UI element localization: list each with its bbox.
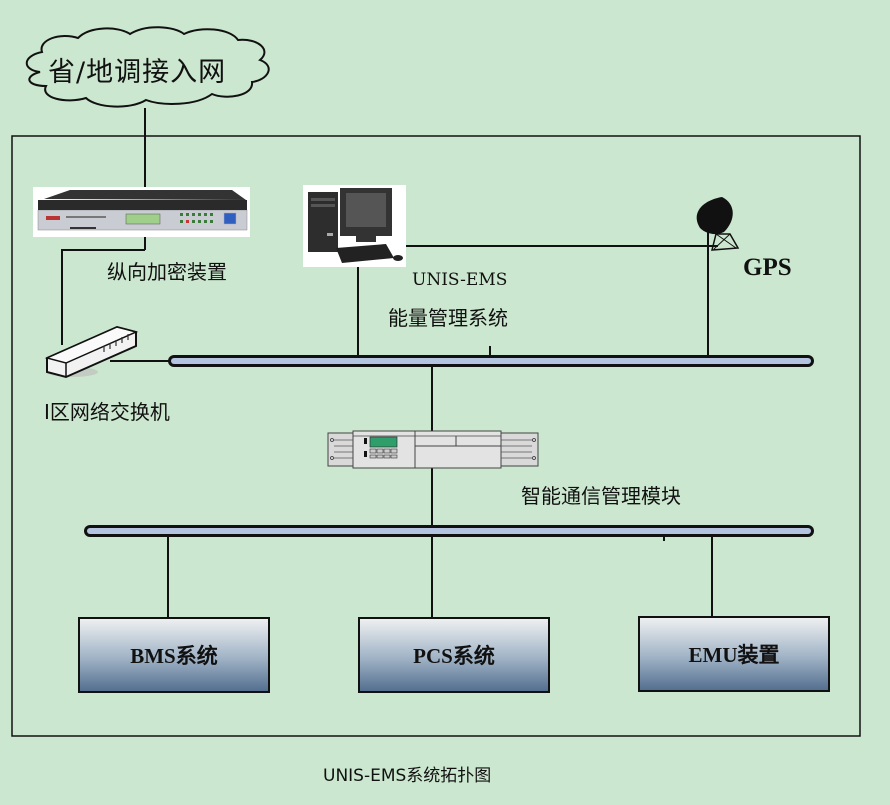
encryption-device-label: 纵向加密装置 — [107, 260, 227, 284]
desktop-computer-icon — [303, 185, 406, 267]
ems-label-line1: UNIS-EMS — [412, 270, 508, 290]
network-switch-icon — [44, 325, 139, 379]
bms-system-label: BMS系统 — [130, 644, 218, 668]
link-encryption-switch — [61, 249, 145, 345]
bms-system-box: BMS系统 — [78, 617, 270, 693]
connection-lines — [61, 108, 718, 617]
rack-device-icon — [33, 187, 250, 237]
diagram-caption: UNIS-EMS系统拓扑图 — [323, 766, 492, 786]
server-rack-icon — [327, 430, 539, 469]
network-bus-1 — [168, 355, 814, 367]
network-bus-2 — [84, 525, 814, 537]
pcs-system-box: PCS系统 — [358, 617, 550, 693]
cloud-label: 省/地调接入网 — [48, 57, 227, 88]
system-boundary-frame — [11, 135, 861, 737]
switch-label: I区网络交换机 — [44, 400, 170, 424]
emu-device-box: EMU装置 — [638, 616, 830, 692]
gps-label: GPS — [743, 254, 792, 281]
pcs-system-label: PCS系统 — [413, 644, 495, 668]
ems-label-line2: 能量管理系统 — [388, 306, 508, 330]
satellite-dish-icon — [696, 197, 740, 251]
emu-device-label: EMU装置 — [688, 643, 780, 667]
cloud-icon — [25, 26, 270, 108]
comm-module-label: 智能通信管理模块 — [521, 484, 681, 508]
